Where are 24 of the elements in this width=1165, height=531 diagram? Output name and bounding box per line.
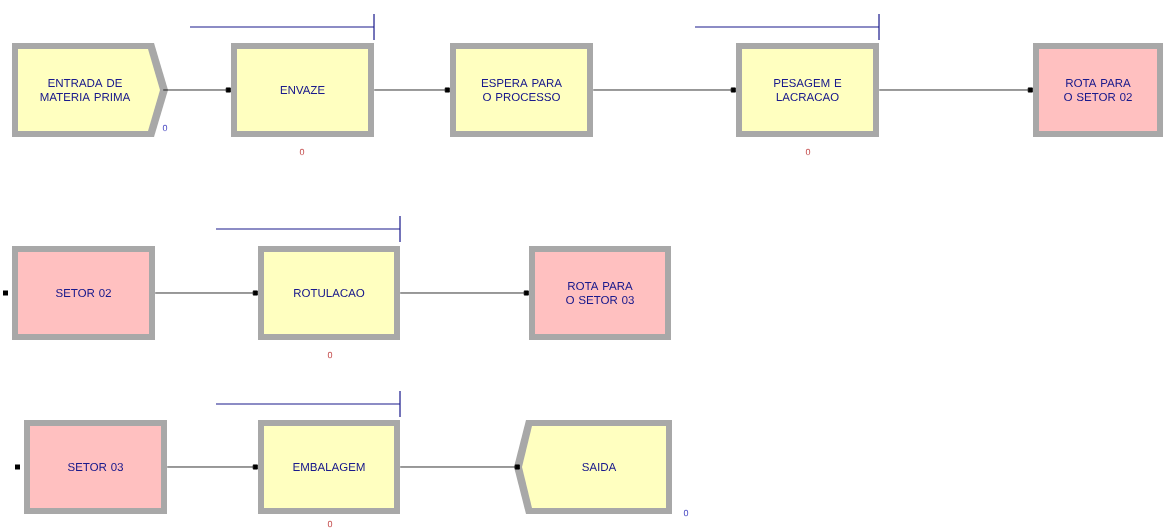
hold-box: ESPERA PARA O PROCESSO bbox=[450, 43, 593, 137]
counter: 0 bbox=[162, 124, 168, 132]
process-box: ENVAZE bbox=[231, 43, 374, 137]
station-box: SETOR 03 bbox=[24, 420, 167, 514]
connector bbox=[399, 464, 520, 470]
connector bbox=[373, 87, 450, 93]
connector bbox=[399, 290, 529, 296]
counter: 0 bbox=[683, 509, 689, 517]
connector bbox=[878, 87, 1033, 93]
counter: 0 bbox=[327, 520, 333, 528]
connector bbox=[154, 290, 258, 296]
counter: 0 bbox=[805, 148, 811, 156]
connector bbox=[166, 464, 258, 470]
route-box: ROTA PARA O SETOR 02 bbox=[1033, 43, 1163, 137]
process-box: ROTULACAO bbox=[258, 246, 400, 340]
station-box: SETOR 02 bbox=[12, 246, 155, 340]
dispose-module: SAIDA bbox=[514, 420, 672, 514]
process-box: EMBALAGEM bbox=[258, 420, 400, 514]
counter: 0 bbox=[299, 148, 305, 156]
connector bbox=[592, 87, 736, 93]
connector bbox=[162, 87, 231, 93]
route-box: ROTA PARA O SETOR 03 bbox=[529, 246, 671, 340]
counter: 0 bbox=[327, 351, 333, 359]
process-box: PESAGEM E LACRACAO bbox=[736, 43, 879, 137]
